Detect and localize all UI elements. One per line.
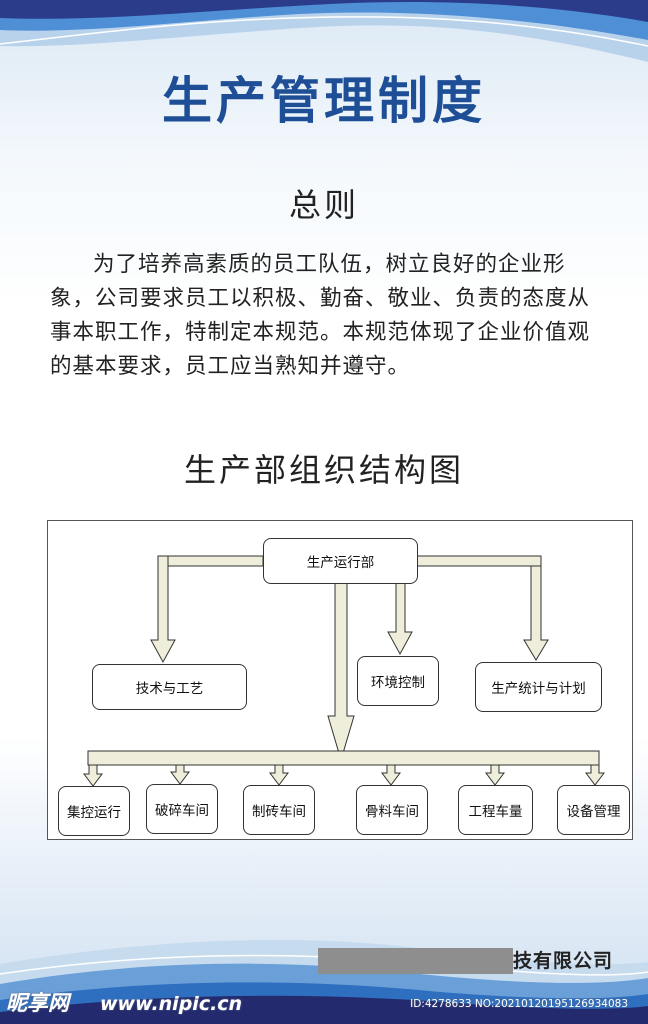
org-node-aggregate-workshop: 骨料车间: [356, 785, 428, 835]
watermark-id: ID:4278633 NO:20210120195126934083: [410, 998, 628, 1010]
org-node-equipment-management: 设备管理: [557, 785, 630, 835]
redacted-company-name-bar: [318, 948, 513, 974]
org-node-label: 生产运行部: [306, 555, 375, 571]
footer-company-name: 技有限公司: [513, 950, 614, 972]
org-node-label: 工程车量: [468, 804, 523, 820]
org-node-label: 骨料车间: [365, 804, 419, 820]
org-node-crushing-workshop: 破碎车间: [146, 784, 218, 834]
watermark-logo: 昵享网: [6, 991, 69, 1015]
top-wave-decoration: [0, 0, 648, 62]
org-chart-heading: 生产部组织结构图: [183, 451, 464, 489]
org-node-brick-workshop: 制砖车间: [243, 785, 315, 835]
org-node-label: 生产统计与计划: [491, 681, 586, 697]
general-paragraph: 为了培养高素质的员工队伍，树立良好的企业形象，公司要求员工以积极、勤奋、敬业、负…: [50, 252, 591, 379]
org-node-label: 制砖车间: [252, 804, 306, 820]
org-node-label: 设备管理: [566, 804, 621, 820]
org-node-env-control: 环境控制: [357, 656, 439, 706]
watermark-url: www.nipic.cn: [100, 993, 243, 1015]
org-node-central-control: 集控运行: [58, 786, 130, 836]
org-node-label: 破碎车间: [155, 803, 209, 819]
org-node-tech-process: 技术与工艺: [92, 664, 247, 710]
page-title: 生产管理制度: [162, 72, 486, 130]
general-heading: 总则: [288, 186, 359, 224]
org-node-label: 集控运行: [67, 805, 121, 821]
org-node-label: 技术与工艺: [135, 681, 204, 697]
org-node-engineering-vehicles: 工程车量: [458, 785, 533, 835]
org-node-production-ops: 生产运行部: [263, 538, 418, 584]
org-node-stats-planning: 生产统计与计划: [475, 662, 602, 712]
org-node-label: 环境控制: [371, 675, 425, 691]
